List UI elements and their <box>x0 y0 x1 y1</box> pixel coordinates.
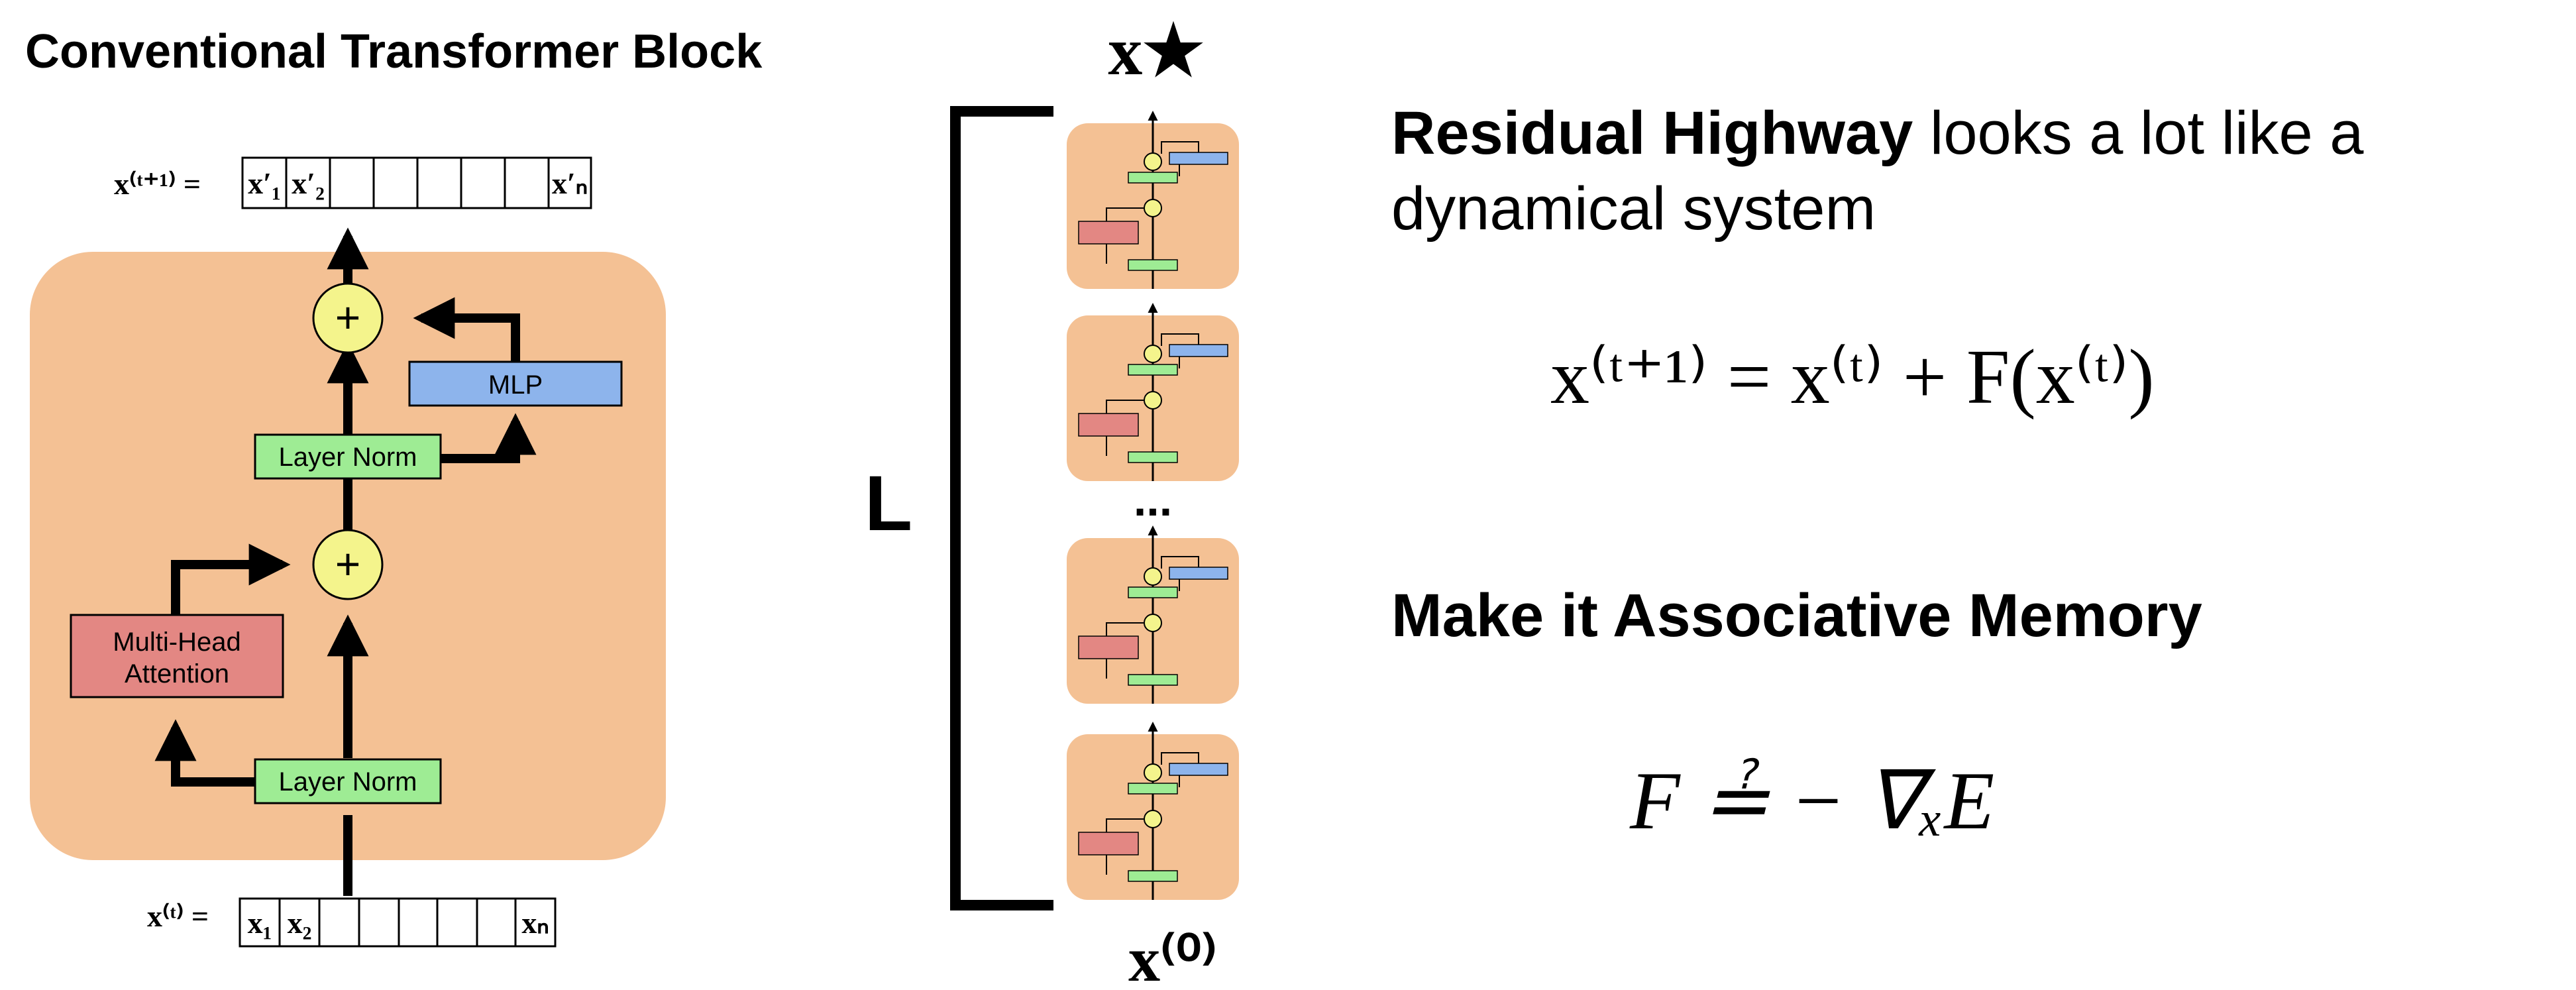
left-block-title: Conventional Transformer Block <box>25 25 763 78</box>
residual-highway-rest: looks a lot like a <box>1913 99 2364 167</box>
lower-layer-norm-label: Layer Norm <box>279 767 417 797</box>
top-token-2: x′₂ <box>292 166 325 200</box>
residual-highway-line2: dynamical system <box>1391 175 1876 243</box>
attention-label-line2: Attention <box>125 659 229 688</box>
stack-block-3 <box>1067 527 1239 704</box>
attention-label-line1: Multi-Head <box>113 628 241 657</box>
bottom-token-2: x₂ <box>288 906 312 940</box>
bottom-row-label: x⁽ᵗ⁾ = <box>147 899 209 933</box>
residual-highway-bold: Residual Highway <box>1391 99 1913 167</box>
stack-top-label: x★ <box>1108 13 1204 89</box>
mlp-label: MLP <box>488 370 543 400</box>
depth-label: L <box>865 460 912 547</box>
lower-layer-norm-box: Layer Norm <box>254 758 442 804</box>
upper-layer-norm-label: Layer Norm <box>279 443 417 472</box>
bottom-token-1: x₁ <box>248 906 272 940</box>
stack-ellipsis: ... <box>1134 474 1172 525</box>
upper-add-node: + <box>312 282 384 354</box>
associative-memory-heading: Make it Associative Memory <box>1391 582 2202 649</box>
stack-bottom-label: x⁽⁰⁾ <box>1128 924 1217 990</box>
svg-text:+: + <box>335 293 361 342</box>
top-token-row: x′₁ x′₂ x′ₙ <box>241 156 592 209</box>
lower-add-node: + <box>312 529 384 600</box>
depth-bracket <box>950 106 1053 910</box>
mlp-box: MLP <box>408 360 623 407</box>
multi-head-attention-box: Multi-Head Attention <box>70 614 284 698</box>
stack-block-2 <box>1067 305 1239 481</box>
stack-block-4 <box>1067 724 1239 900</box>
bottom-token-row: x₁ x₂ xₙ <box>239 897 557 948</box>
bottom-token-n: xₙ <box>521 906 549 940</box>
top-row-label: x⁽ᵗ⁺¹⁾ = <box>114 167 201 201</box>
update-equation: x⁽ᵗ⁺¹⁾ = x⁽ᵗ⁾ + F(x⁽ᵗ⁾) <box>1550 333 2155 420</box>
top-token-1: x′₁ <box>248 166 281 200</box>
stack-block-1 <box>1067 113 1239 289</box>
energy-equation: F ≟ − ∇ₓE <box>1629 755 1994 846</box>
upper-layer-norm-box: Layer Norm <box>254 433 442 480</box>
top-token-n: x′ₙ <box>552 166 588 200</box>
residual-highway-line1: Residual Highway looks a lot like a <box>1391 99 2364 167</box>
svg-text:+: + <box>335 539 361 588</box>
